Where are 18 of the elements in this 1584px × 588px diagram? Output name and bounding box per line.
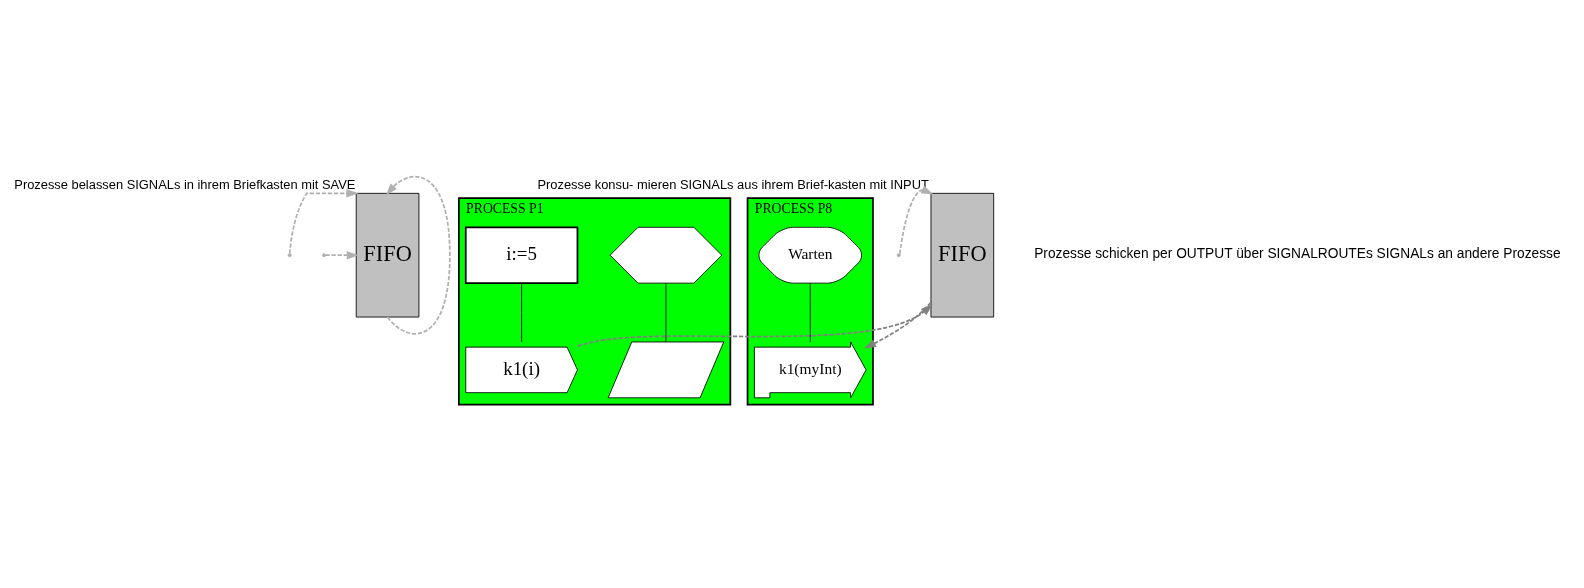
arrow: [385, 175, 451, 335]
connector: [521, 283, 523, 343]
node-label: Prozesse belassen SIGNALs in ihrem Briefkasten mit SAVE: [14, 177, 356, 193]
node-ellipse: Warten: [758, 226, 862, 284]
connector: [665, 283, 667, 343]
arrow: [864, 301, 932, 349]
node-label: Prozesse konsu- mieren SIGNALs aus ihrem Brief-kasten mit INPUT: [537, 177, 929, 193]
label: Prozesse schicken per OUTPUT über SIGNALROUTEs SIGNALs an andere Prozesse: [1034, 246, 1561, 262]
node-box: i:=5: [464, 226, 579, 284]
connector: [809, 283, 811, 343]
arrow: [324, 251, 359, 260]
node-parallelogram: [607, 341, 725, 399]
node-box: FIFO: [355, 192, 420, 318]
node-hexagon: [609, 226, 723, 284]
node-box: FIFO: [930, 192, 995, 318]
arrow: [576, 304, 933, 347]
arrow: [898, 185, 934, 255]
arrow: [288, 189, 359, 255]
